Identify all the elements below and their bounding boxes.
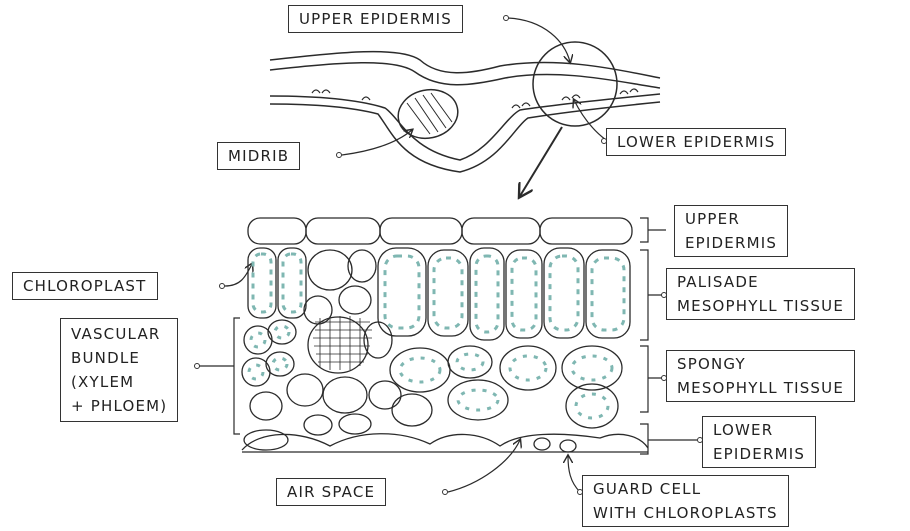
label-dot [661, 375, 667, 381]
label-dot [442, 489, 448, 495]
leaf-lower-surface-inner [270, 94, 660, 160]
label-midrib: MIDRIB [217, 142, 300, 170]
label-upper-epidermis-top: UPPER EPIDERMIS [288, 5, 463, 33]
lower-epidermis-bracket [640, 424, 697, 454]
upper-epidermis-bracket [640, 218, 666, 242]
lower-epidermis-top-connector [574, 100, 606, 140]
label-vascular-bundle: VASCULAR BUNDLE (XYLEM + PHLOEM) [60, 318, 178, 422]
label-dot [661, 292, 667, 298]
stomata-marks [312, 89, 638, 108]
lower-epidermis-cells [242, 434, 648, 452]
label-dot [194, 363, 200, 369]
label-dot [503, 15, 509, 21]
midrib-vein [394, 84, 463, 143]
label-dot [336, 152, 342, 158]
label-dot [219, 283, 225, 289]
label-palisade-mesophyll: PALISADE MESOPHYLL TISSUE [666, 268, 855, 320]
vascular-bracket [234, 318, 240, 434]
label-guard-cell: GUARD CELL WITH CHLOROPLASTS [582, 475, 789, 527]
vascular-bundle-cells [287, 250, 401, 435]
air-space-connector [448, 440, 520, 492]
label-air-space: AIR SPACE [276, 478, 386, 506]
guard-cells [534, 438, 576, 452]
label-chloroplast: CHLOROPLAST [12, 272, 158, 300]
midrib-vein-lines [407, 93, 452, 134]
leaf-overview [270, 42, 660, 172]
upper-epidermis-top-connector [508, 18, 570, 62]
magnified-region-circle [533, 42, 617, 126]
upper-epidermis-cells [248, 218, 632, 244]
magnified-section [242, 218, 648, 452]
midrib-connector [342, 130, 412, 155]
label-spongy-mesophyll: SPONGY MESOPHYLL TISSUE [666, 350, 855, 402]
label-dot [601, 138, 607, 144]
label-dot [577, 489, 583, 495]
connector-lines [199, 18, 697, 492]
label-dot [697, 437, 703, 443]
label-lower-epidermis-top: LOWER EPIDERMIS [606, 128, 786, 156]
guard-cell-connector [568, 456, 580, 492]
label-lower-epidermis: LOWER EPIDERMIS [702, 416, 816, 468]
label-upper-epidermis: UPPER EPIDERMIS [674, 205, 788, 257]
magnify-arrow [520, 127, 562, 196]
